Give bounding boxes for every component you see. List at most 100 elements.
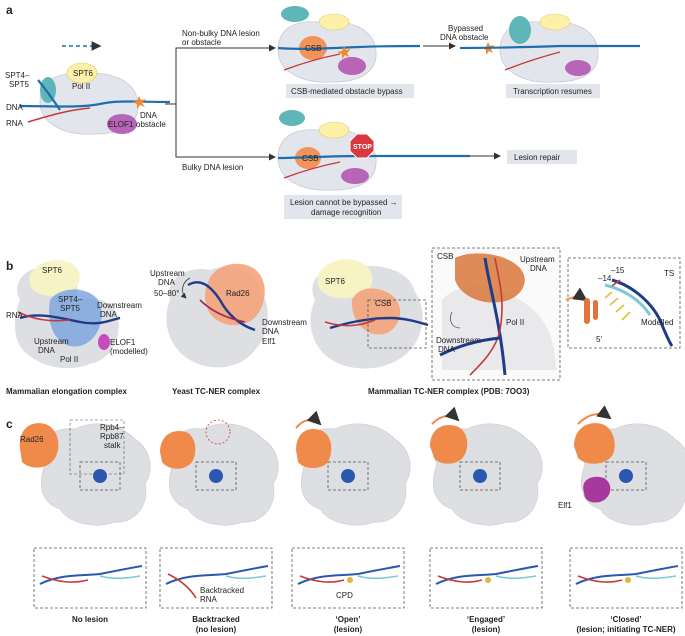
b-label-down-1: Downstream — [97, 301, 142, 310]
label-csb-bottom: CSB — [302, 154, 318, 163]
label-obstacle-1: DNA — [140, 111, 158, 120]
c-caption-3: ‘Open’ — [336, 615, 361, 624]
branch-arrow-bottom — [175, 104, 276, 161]
c-caption-2b: (no lesion) — [196, 625, 237, 634]
zoom-label-csb: CSB — [437, 252, 453, 261]
b-label-rna: RNA — [6, 311, 24, 320]
b-label-yup-2: DNA — [158, 278, 176, 287]
elongation-complex-a — [19, 41, 171, 135]
yeast-tcner-structure — [166, 263, 268, 368]
box-cannot-bypass — [284, 195, 402, 219]
c-caption-2: Backtracked — [192, 615, 240, 624]
inset-label-modelled: Modelled — [641, 318, 673, 327]
label-csb-top: CSB — [305, 44, 321, 53]
label-nonbulky-1: Non-bulky DNA lesion — [182, 29, 260, 38]
label-elof1: ELOF1 — [108, 120, 134, 129]
label-spt5: SPT5 — [9, 80, 30, 89]
b-label-elof1-2: (modelled) — [110, 347, 148, 356]
b-label-ydown-2: DNA — [262, 327, 280, 336]
inset-label-m15: –15 — [611, 266, 625, 275]
c-label-rpb4-1: Rpb4– — [100, 423, 124, 432]
b-label-rad26: Rad26 — [226, 289, 250, 298]
label-rna: RNA — [6, 119, 24, 128]
label-bypassed-1: Bypassed — [448, 24, 483, 33]
inset-label-five: 5′ — [596, 335, 602, 344]
b-label-spt6-2: SPT6 — [325, 277, 346, 286]
box-cannot-2: damage recognition — [311, 208, 381, 217]
caption-tcner: Mammalian TC-NER complex (PDB: 7OO3) — [368, 387, 530, 396]
panel-c-label: c — [6, 417, 13, 431]
b-label-elf1: Elf1 — [262, 337, 276, 346]
elof1-shape — [107, 114, 137, 134]
b-label-pol2: Pol II — [60, 355, 78, 364]
panel-b-label: b — [6, 259, 13, 273]
panel-c-structures — [19, 405, 685, 526]
zoom-label-pol2: Pol II — [506, 318, 524, 327]
c-label-backtracked-2: RNA — [200, 595, 218, 604]
c-caption-4b: (lesion) — [472, 625, 501, 634]
c-label-rad26: Rad26 — [20, 435, 44, 444]
b-label-up-2: DNA — [38, 346, 56, 355]
zoom-label-down-1: Downstream — [436, 336, 481, 345]
mammalian-elongation-structure — [14, 260, 121, 369]
panel-c-zoom-boxes — [33, 547, 683, 609]
box-repair-text: Lesion repair — [514, 153, 561, 162]
label-obstacle-2: obstacle — [136, 120, 166, 129]
modelled-inset — [565, 257, 681, 349]
b-label-up-1: Upstream — [34, 337, 69, 346]
label-spt6: SPT6 — [73, 69, 94, 78]
stop-sign — [349, 133, 375, 159]
csb-bypass-complex — [277, 6, 421, 83]
b-label-down-2: DNA — [100, 310, 118, 319]
c-caption-1: No lesion — [72, 615, 108, 624]
inset-label-m14: –14 — [598, 274, 612, 283]
c-label-backtracked-1: Backtracked — [200, 586, 244, 595]
box-bypass-text: CSB-mediated obstacle bypass — [291, 87, 403, 96]
branch-arrow-top — [165, 44, 276, 105]
rna-strand — [27, 107, 91, 123]
c-caption-4: ‘Engaged’ — [467, 615, 505, 624]
obstacle-star — [132, 96, 146, 109]
box-bypass — [286, 84, 414, 98]
b-label-spt5: SPT5 — [60, 304, 81, 313]
zoom-inset-structure — [431, 247, 561, 381]
zoom-label-up-1: Upstream — [520, 255, 555, 264]
b-label-yup-1: Upstream — [150, 269, 185, 278]
label-nonbulky-2: or obstacle — [182, 38, 222, 47]
transcription-resumes-complex — [459, 13, 640, 83]
label-spt4: SPT4– — [5, 71, 30, 80]
box-resumes-text: Transcription resumes — [513, 87, 592, 96]
zoom-label-up-2: DNA — [530, 264, 548, 273]
b-label-angle: 50–80° — [154, 289, 179, 298]
c-label-rpb4-3: stalk — [104, 441, 121, 450]
panel-c-captions: No lesion Backtracked (no lesion) ‘Open’… — [72, 615, 676, 634]
c-caption-5: ‘Closed’ — [610, 615, 641, 624]
c-label-rpb4-2: Rpb87 — [100, 432, 124, 441]
mammalian-tcner-structure — [310, 259, 429, 369]
b-label-spt6: SPT6 — [42, 266, 63, 275]
box-cannot-1: Lesion cannot be bypassed → — [290, 198, 398, 207]
stop-text: STOP — [353, 144, 372, 151]
stalled-complex — [277, 110, 470, 191]
b-label-spt4: SPT4– — [58, 295, 83, 304]
label-bypassed-2: DNA obstacle — [440, 33, 489, 42]
label-dna: DNA — [6, 103, 24, 112]
caption-mammalian: Mammalian elongation complex — [6, 387, 127, 396]
c-label-elf1: Elf1 — [558, 501, 572, 510]
panel-a-label: a — [6, 3, 13, 17]
c-label-cpd: CPD — [336, 591, 353, 600]
spt6-shape — [66, 62, 98, 84]
c-caption-3b: (lesion) — [334, 625, 363, 634]
c-caption-5b: (lesion; initiating TC-NER) — [576, 625, 675, 634]
label-bulky: Bulky DNA lesion — [182, 163, 243, 172]
box-resumes — [506, 84, 600, 98]
inset-label-ts: TS — [664, 269, 674, 278]
b-label-ydown-1: Downstream — [262, 318, 307, 327]
caption-yeast: Yeast TC-NER complex — [172, 387, 261, 396]
b-label-csb: CSB — [375, 299, 391, 308]
label-pol2: Pol II — [72, 82, 90, 91]
box-repair — [507, 150, 577, 164]
zoom-label-down-2: DNA — [438, 345, 456, 354]
b-label-elof1-1: ELOF1 — [110, 338, 136, 347]
